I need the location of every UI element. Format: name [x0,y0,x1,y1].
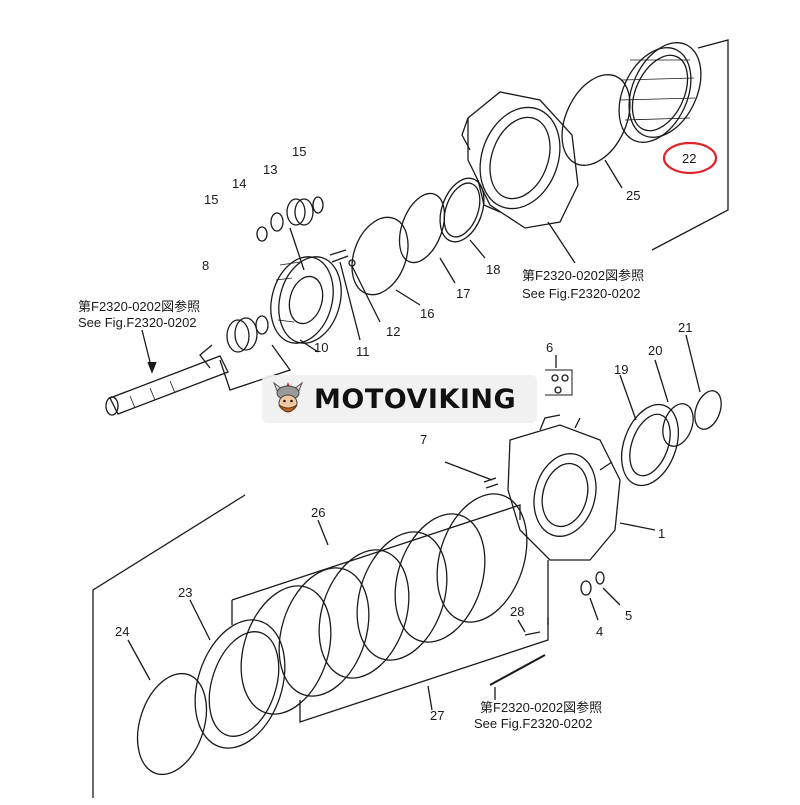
part-14-bearing [270,212,284,232]
callout-6: 6 [546,340,553,355]
callout-10: 10 [314,340,328,355]
callout-16: 16 [420,306,434,321]
callout-23: 23 [178,585,192,600]
ref-left-jp: 第F2320-0202図参照 [78,299,200,314]
part-15-ring-b [312,196,324,214]
part-24-oring [136,672,208,776]
part-18-ring [439,177,485,243]
part-21-ring [694,390,722,430]
callout-7: 7 [420,432,427,447]
callout-1: 1 [658,526,665,541]
part-10-gear [270,256,342,344]
ref-upper-en: See Fig.F2320-0202 [522,286,641,301]
part-1-housing [507,414,621,561]
part-16-ring [351,216,409,296]
part-11-pin [329,249,349,263]
callout-15b: 15 [292,144,306,159]
part-15-ring-a [256,226,268,242]
part-20-ring [662,403,694,447]
callout-24: 24 [115,624,129,639]
bracket-lower [92,494,246,798]
ref-lower-jp: 第F2320-0202図参照 [480,700,602,715]
callout-11: 11 [356,344,370,359]
watermark-banner: MOTOVIKING [262,375,537,423]
callout-17: 17 [456,286,470,301]
highlight-circle [662,141,718,175]
part-8-bearing [226,319,250,353]
watermark-text: MOTOVIKING [314,383,517,415]
part-17-ring [398,192,446,264]
callout-12: 12 [386,324,400,339]
callout-26: 26 [311,505,325,520]
callout-15a: 15 [204,192,218,207]
callout-20: 20 [648,343,662,358]
part-23-piston [194,619,286,749]
bracket-27 [299,618,549,723]
ref-lower-en: See Fig.F2320-0202 [474,716,593,731]
callout-13: 13 [263,162,277,177]
part-22-bearing [618,42,702,143]
bracket-26 [231,504,521,625]
callout-5: 5 [625,608,632,623]
viking-mascot-icon [272,381,304,413]
callout-18: 18 [486,262,500,277]
input-shaft [105,355,229,416]
callout-19: 19 [614,362,628,377]
callout-22: 22 [682,151,696,166]
part-13-bearing [286,198,314,226]
callout-28: 28 [510,604,524,619]
callout-21: 21 [678,320,692,335]
callout-4: 4 [596,624,603,639]
ref-upper-jp: 第F2320-0202図参照 [522,268,644,283]
bracket-upper [651,39,729,251]
callout-14: 14 [232,176,246,191]
callout-25: 25 [626,188,640,203]
callout-27: 27 [430,708,444,723]
clutch-plate-stack [240,493,528,715]
part-19-bearing [621,403,679,487]
callout-8: 8 [202,258,209,273]
ref-left-en: See Fig.F2320-0202 [78,315,197,330]
